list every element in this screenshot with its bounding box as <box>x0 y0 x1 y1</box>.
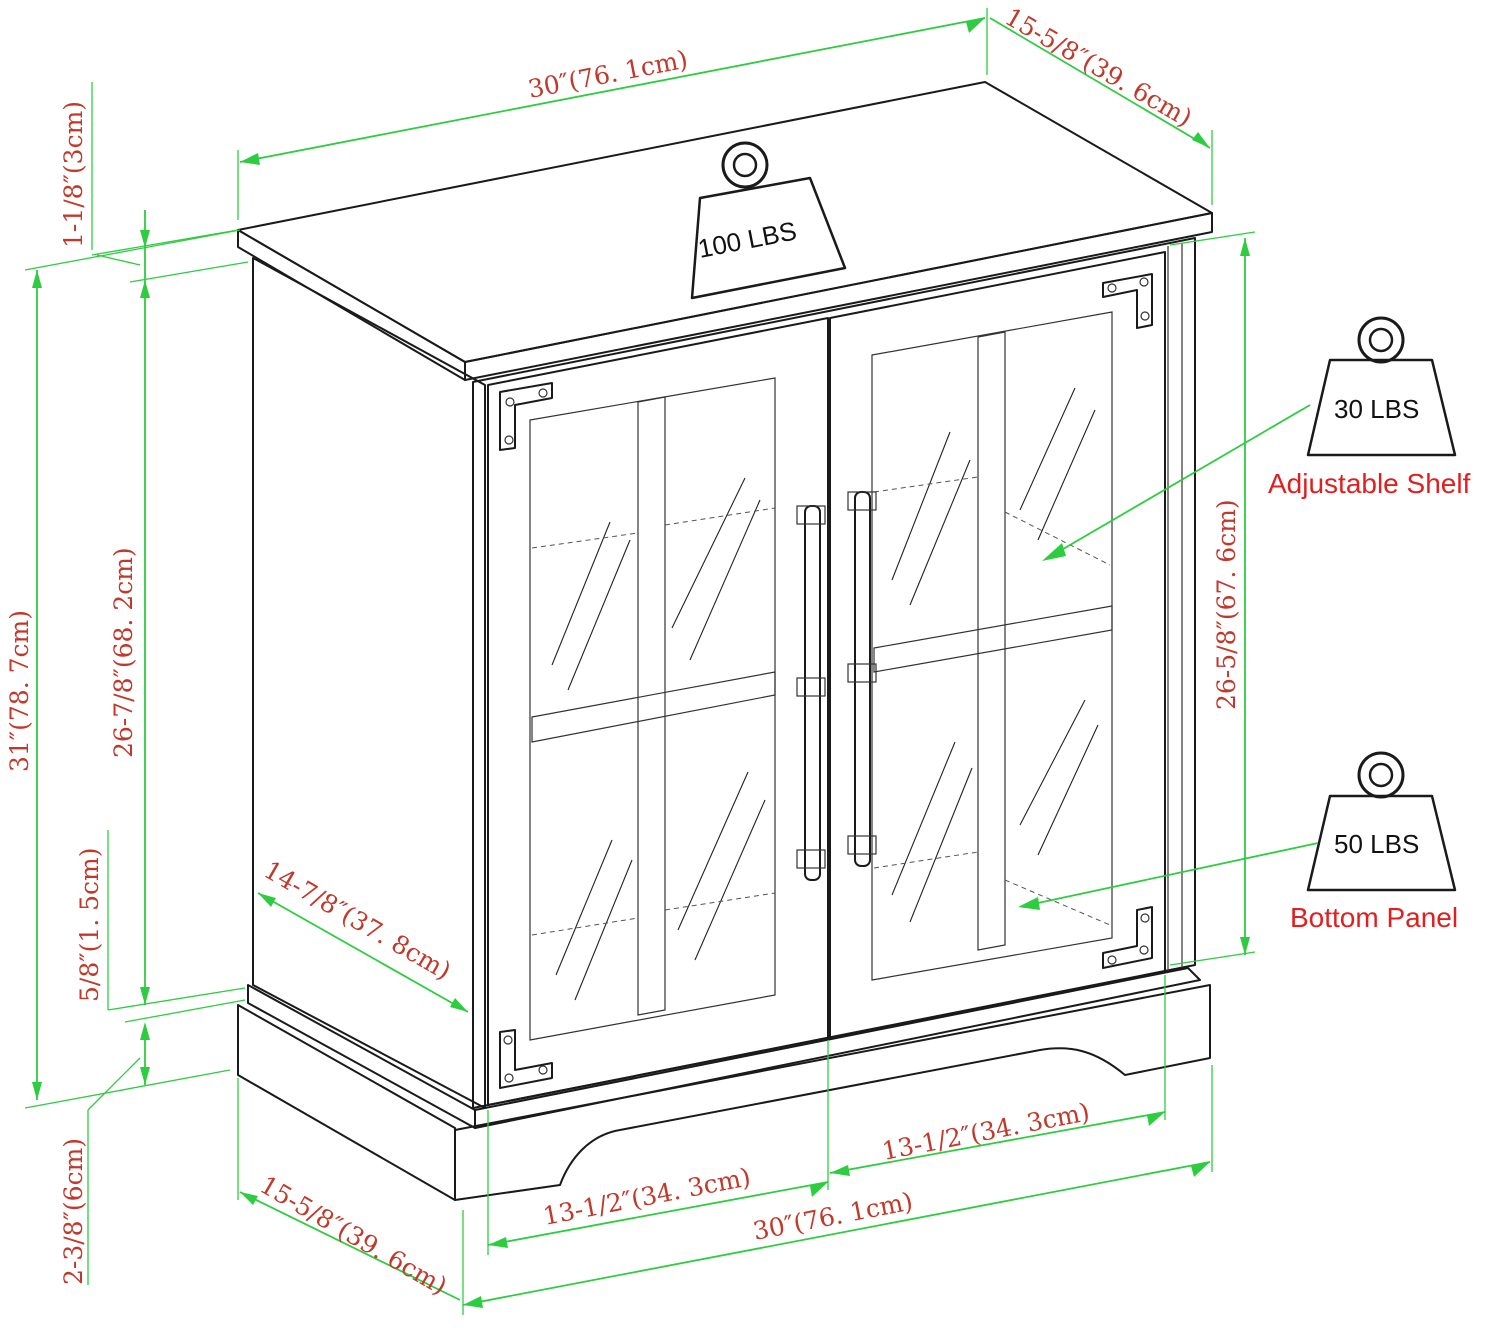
left-bottom-dash-2 <box>664 892 776 911</box>
right-bottom-dash-1 <box>873 851 979 869</box>
right-door-vertical-mullion <box>977 331 1006 951</box>
weight-label-shelf: 30 LBS <box>1334 394 1419 424</box>
dim-text-top-thickness: 1-1/8″(3cm) <box>59 101 88 248</box>
weight-icon-bottom <box>1306 751 1457 892</box>
cabinet-drawing <box>237 81 1213 1201</box>
dim-text-door-left: 13-1/2″(34. 3cm) <box>541 1162 753 1231</box>
right-door-inner-frame <box>871 311 1113 981</box>
weight-label-top: 100 LBS <box>695 215 799 263</box>
weight-icon-top <box>690 141 847 300</box>
corner-brackets <box>499 273 1153 1089</box>
right-door-glass-reflections <box>891 387 1099 923</box>
callout-arrow-shelf <box>1042 404 1311 561</box>
weight-label-bottom: 50 LBS <box>1334 829 1419 859</box>
dim-text-top-width: 30″(76. 1cm) <box>526 45 691 104</box>
weight-icon-shelf <box>1306 316 1457 457</box>
right-door-handle <box>847 491 877 867</box>
right-shelf-dash-2 <box>1004 511 1111 566</box>
left-shelf-dash-1 <box>531 532 639 549</box>
left-shelf-dash-2 <box>664 507 776 526</box>
callout-arrow-bottom <box>1018 842 1319 910</box>
right-door-horizontal-mullion <box>873 605 1113 673</box>
left-bottom-dash-1 <box>531 917 639 936</box>
cabinet-top-front-edge <box>464 212 1213 381</box>
left-door-inner-frame <box>529 377 776 1041</box>
right-bottom-dash-2 <box>1004 879 1111 926</box>
callout-adjustable-shelf: Adjustable Shelf <box>1268 468 1471 499</box>
dim-text-inner-height: 26-7/8″(68. 2cm) <box>109 547 138 758</box>
dim-text-door-height: 26-5/8″(67. 6cm) <box>1212 499 1241 710</box>
dim-text-bottom-depth: 15-5/8″(39. 6cm) <box>255 1170 452 1300</box>
cabinet-top-side-edge <box>237 229 466 381</box>
dim-line-inner-depth <box>257 892 469 1013</box>
dim-line-bottom-width <box>462 1161 1211 1306</box>
cabinet-front-frame <box>472 237 1196 1109</box>
cabinet-side-panel <box>252 257 486 1109</box>
dim-text-inner-depth: 14-7/8″(37. 8cm) <box>259 855 456 985</box>
dim-line-bottom-depth <box>239 1191 461 1301</box>
left-door <box>487 317 829 1106</box>
dim-line-top-width <box>239 17 986 163</box>
left-door-vertical-mullion <box>637 396 666 1016</box>
dim-text-total-height: 31″(78. 7cm) <box>5 610 34 772</box>
dim-text-door-right: 13-1/2″(34. 3cm) <box>880 1097 1092 1166</box>
left-door-handle <box>796 505 826 881</box>
base-top-trim-side <box>247 984 476 1129</box>
base-top-trim-front <box>474 967 1201 1129</box>
dim-line-top-depth <box>989 17 1211 149</box>
dim-text-bottom-width: 30″(76. 1cm) <box>751 1187 916 1246</box>
left-door-horizontal-mullion <box>531 671 776 743</box>
base-front-apron <box>454 984 1211 1201</box>
dim-text-base-gap: 5/8″(1. 5cm) <box>75 848 104 1003</box>
dim-text-base-height: 2-3/8″(6cm) <box>59 1138 88 1285</box>
dimension-lines <box>24 8 1256 1315</box>
right-door <box>829 251 1166 1039</box>
dim-text-top-depth: 15-5/8″(39. 6cm) <box>1000 2 1197 132</box>
left-door-glass-reflections <box>551 477 766 1001</box>
dimension-labels: 30″(76. 1cm) 15-5/8″(39. 6cm) 1-1/8″(3cm… <box>5 2 1241 1300</box>
dim-line-door-right <box>829 1111 1166 1174</box>
callout-bottom-panel: Bottom Panel <box>1290 902 1458 933</box>
dim-line-door-left <box>487 1181 829 1246</box>
